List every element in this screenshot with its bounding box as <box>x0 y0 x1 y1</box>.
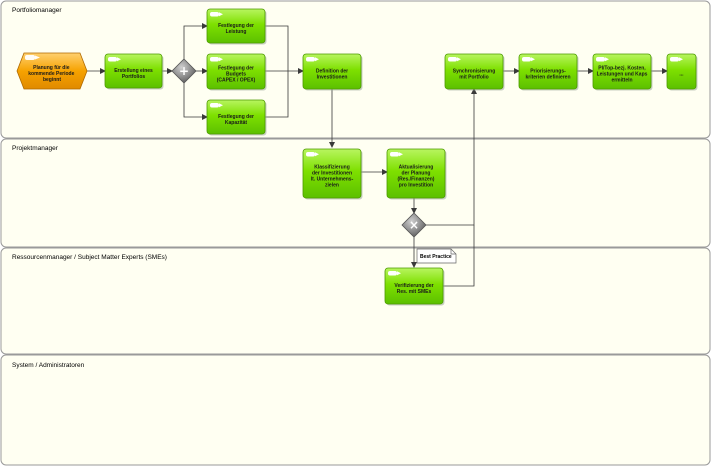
function-label: Priorisierungs-kriterien definieren <box>525 69 570 81</box>
function-icon <box>306 57 319 62</box>
function-icon <box>388 271 401 276</box>
lane-system-administratoren: System / Administratoren <box>0 354 711 466</box>
function-f9[interactable]: ... <box>666 53 698 91</box>
function-icon <box>306 152 319 157</box>
plus-icon: + <box>179 64 189 78</box>
function-icon <box>390 152 403 157</box>
xor-gateway[interactable]: × <box>401 212 427 238</box>
lane-title: Projektmanager <box>12 145 59 152</box>
event-icon <box>25 55 40 60</box>
lane-title: System / Administratoren <box>12 362 85 369</box>
function-icon <box>210 103 223 108</box>
best-practice-note[interactable]: Best Practice <box>416 248 457 264</box>
note-label: Best Practice <box>420 254 452 260</box>
start-event[interactable]: Planung für die kommende Periode beginnt <box>16 52 88 90</box>
lane-ressourcenmanager: Ressourcenmanager / Subject Matter Exper… <box>0 247 711 355</box>
connectors <box>87 23 668 287</box>
event-label: Planung für die kommende Periode beginnt <box>28 65 76 83</box>
function-icon <box>522 57 535 62</box>
function-label: ... <box>679 72 684 78</box>
function-f7[interactable]: Priorisierungs-kriterien definieren <box>518 53 579 91</box>
function-icon <box>596 57 609 62</box>
lane-title: Ressourcenmanager / Subject Matter Exper… <box>12 254 167 261</box>
function-icon <box>210 57 223 62</box>
lane-title: Portfoliomanager <box>12 7 62 14</box>
and-gateway[interactable]: + <box>171 58 197 84</box>
function-icon <box>670 57 683 62</box>
function-icon <box>448 57 461 62</box>
function-icon <box>210 12 223 17</box>
function-icon <box>108 57 121 62</box>
x-icon: × <box>409 218 419 232</box>
